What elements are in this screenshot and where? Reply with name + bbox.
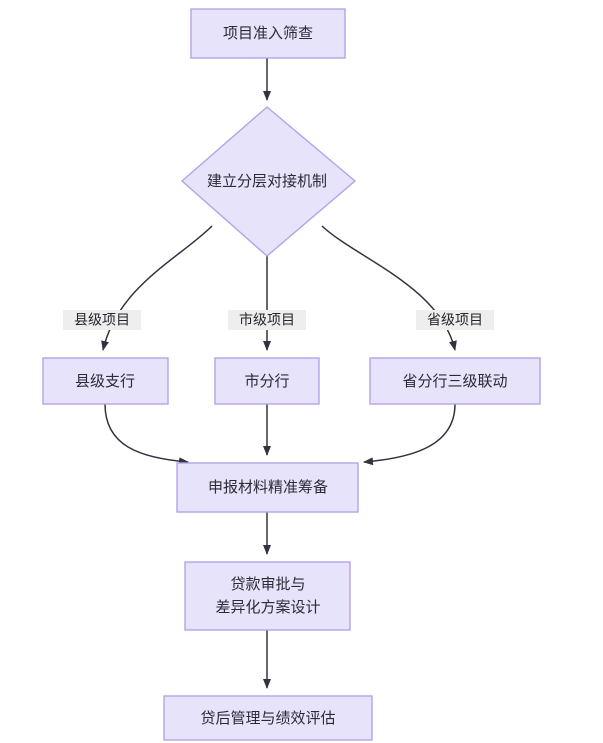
node-province-branch-label: 省分行三级联动	[402, 373, 507, 390]
node-postloan-management[interactable]: 贷后管理与绩效评估	[163, 695, 373, 741]
node-project-screening-label: 项目准入筛查	[223, 25, 313, 42]
edge-label-province-bg	[416, 310, 494, 330]
node-application-materials[interactable]: 申报材料精准筹备	[176, 462, 359, 513]
node-loan-approval-label-line2: 差异化方案设计	[215, 598, 320, 616]
edge-label-county-bg	[63, 310, 141, 330]
node-county-branch[interactable]: 县级支行	[42, 357, 169, 405]
node-county-branch-shape[interactable]	[42, 357, 169, 405]
node-county-branch-label: 县级支行	[75, 373, 135, 390]
node-project-screening-shape[interactable]	[190, 8, 346, 59]
edge-label-city-bg	[228, 310, 306, 330]
node-application-materials-shape[interactable]	[176, 462, 359, 513]
edge-labels-layer: 县级项目 市级项目 省级项目	[63, 310, 494, 330]
edge-province-to-materials	[363, 403, 456, 466]
node-tiered-docking-decision-label: 建立分层对接机制	[207, 173, 327, 190]
edge-decision-to-county	[101, 225, 213, 351]
nodes-layer: 项目准入筛查 建立分层对接机制 县级支行 市分行 省分行三级联动 申报材料精准筹	[42, 8, 541, 741]
edge-label-to-city: 市级项目	[228, 310, 306, 330]
node-city-branch-label: 市分行	[244, 373, 289, 390]
edge-label-city-text: 市级项目	[239, 312, 295, 328]
node-postloan-management-label: 贷后管理与绩效评估	[200, 710, 335, 727]
node-loan-approval-label-line1: 贷款审批与	[230, 576, 305, 593]
edge-label-to-province: 省级项目	[416, 310, 494, 330]
edge-label-province-text: 省级项目	[427, 312, 483, 328]
edge-decision-to-province	[321, 225, 457, 351]
node-city-branch-shape[interactable]	[214, 357, 320, 405]
node-province-branch-shape[interactable]	[369, 357, 541, 405]
edge-label-county-text: 县级项目	[74, 312, 130, 328]
node-loan-approval-shape[interactable]	[184, 561, 351, 631]
node-city-branch[interactable]: 市分行	[214, 357, 320, 405]
node-project-screening[interactable]: 项目准入筛查	[190, 8, 346, 59]
node-postloan-management-shape[interactable]	[163, 695, 373, 741]
node-application-materials-label: 申报材料精准筹备	[208, 479, 328, 496]
edge-county-to-materials	[104, 403, 189, 466]
node-tiered-docking-decision-shape[interactable]	[180, 106, 357, 257]
node-province-branch[interactable]: 省分行三级联动	[369, 357, 541, 405]
edge-label-to-county: 县级项目	[63, 310, 141, 330]
node-loan-approval[interactable]: 贷款审批与 差异化方案设计	[184, 561, 351, 631]
node-tiered-docking-decision[interactable]: 建立分层对接机制	[180, 106, 357, 257]
